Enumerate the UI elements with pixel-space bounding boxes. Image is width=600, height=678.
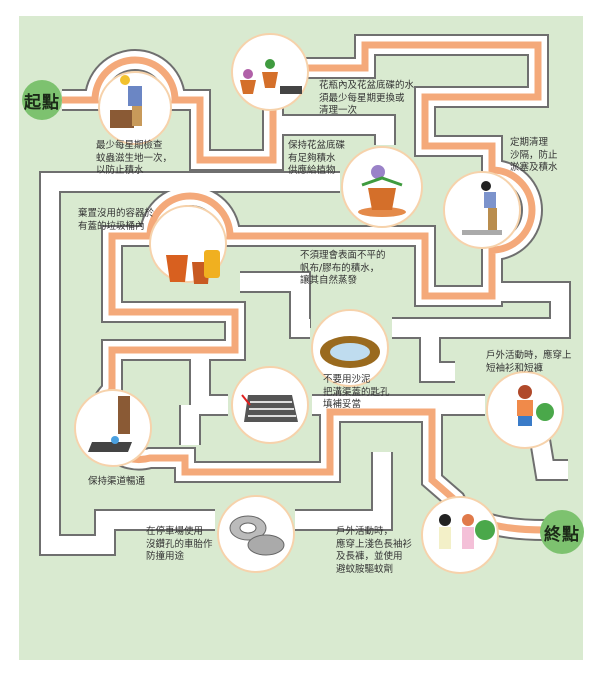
caption-line: 戶外活動時， — [336, 526, 394, 537]
caption-line: 沒鑽孔的車胎作 — [146, 538, 213, 550]
caption-line: 短袖衫和短褲 — [486, 362, 544, 374]
caption-line: 保持花盆底碟 — [288, 140, 346, 151]
caption-line: 戶外活動時，應穿上 — [486, 350, 572, 361]
caption-vase-water: 花瓶內及花盆底碟的水 須最少每星期更換或 清理一次 — [319, 80, 414, 118]
caption-line: 定期清理 — [510, 137, 549, 148]
illustration-flower-pots — [231, 33, 309, 111]
caption-line: 花瓶內及花盆底碟的水 — [319, 80, 415, 91]
caption-line: 沙隔，防止 — [510, 149, 558, 161]
caption-line: 供應給植物 — [288, 165, 336, 176]
illustration-drain-cover — [231, 366, 309, 444]
caption-line: 讓其自然蒸發 — [300, 275, 358, 286]
caption-dispose-containers: 棄置沒用的容器於 有蓋的垃圾桶內 — [78, 208, 154, 233]
caption-saucer-water: 保持花盆底碟 有足夠積水 供應給植物 — [288, 140, 345, 178]
caption-check-weekly: 最少每星期檢查 蚊蟲滋生地一次， 以防止積水 — [96, 140, 172, 178]
start-label: 起點 — [24, 92, 60, 113]
illustration-tarp-puddle — [311, 309, 389, 387]
caption-line: 不須理會表面不平的 — [300, 250, 386, 261]
illustration-potted-plant — [341, 146, 423, 228]
caption-long-clothes: 戶外活動時， 應穿上淺色長袖衫 及長褲，並使用 避蚊胺驅蚊劑 — [336, 526, 412, 576]
caption-line: 棄置沒用的容器於 — [78, 208, 155, 219]
caption-clean-drain: 定期清理 沙隔，防止 淤塞及積水 — [510, 137, 558, 175]
caption-line: 把溝渠蓋的匙孔 — [323, 386, 390, 398]
caption-line: 防撞用途 — [146, 551, 185, 562]
caption-tarp-water: 不須理會表面不平的 帆布/膠布的積水， 讓其自然蒸發 — [300, 250, 386, 288]
caption-line: 填補妥當 — [323, 399, 362, 410]
caption-line: 以防止積水 — [96, 165, 144, 176]
start-node: 起點 — [22, 80, 62, 120]
caption-line: 須最少每星期更換或 — [319, 92, 405, 104]
end-node: 終點 — [540, 510, 584, 554]
caption-line: 有足夠積水 — [288, 152, 336, 164]
caption-line: 蚊蟲滋生地一次， — [96, 152, 173, 164]
caption-line: 在停車場使用 — [146, 526, 204, 537]
caption-line: 最少每星期檢查 — [96, 140, 163, 151]
illustration-drain-pipe — [74, 389, 152, 467]
caption-tyres: 在停車場使用 沒鑽孔的車胎作 防撞用途 — [146, 526, 213, 564]
illustration-man-cleaning-drain — [443, 171, 521, 249]
illustration-trash-bins — [149, 205, 227, 284]
caption-fill-keyholes: 不要用沙泥 把溝渠蓋的匙孔 填補妥當 — [323, 374, 390, 412]
illustration-tyres — [217, 495, 295, 573]
caption-line: 清理一次 — [319, 105, 358, 116]
caption-line: 帆布/膠布的積水， — [300, 262, 380, 274]
caption-line: 避蚊胺驅蚊劑 — [336, 563, 394, 575]
illustration-worker-checking — [98, 71, 172, 145]
caption-line: 及長褲，並使用 — [336, 551, 403, 562]
caption-line: 有蓋的垃圾桶內 — [78, 220, 145, 232]
illustration-couple-outdoors — [421, 496, 499, 574]
end-label: 終點 — [544, 524, 580, 545]
caption-line: 不要用沙泥 — [323, 374, 371, 385]
caption-keep-channels: 保持渠道暢通 — [88, 476, 145, 489]
caption-line: 保持渠道暢通 — [88, 476, 146, 487]
illustration-girl-shorts — [486, 371, 564, 449]
caption-short-clothes: 戶外活動時，應穿上 短袖衫和短褲 — [486, 350, 572, 375]
caption-line: 應穿上淺色長袖衫 — [336, 538, 413, 550]
caption-line: 淤塞及積水 — [510, 162, 558, 173]
